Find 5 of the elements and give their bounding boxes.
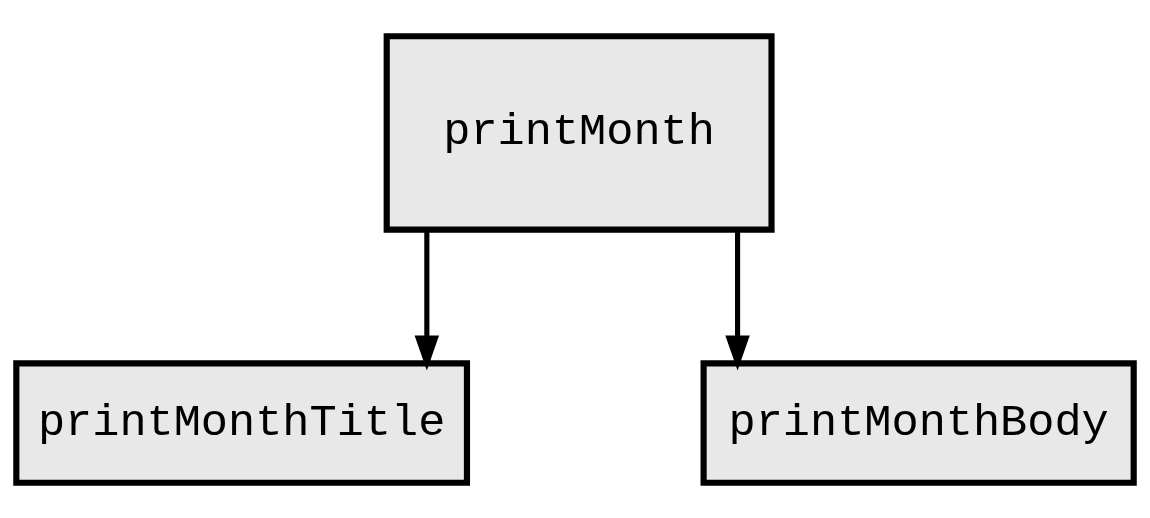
arrow (414, 229, 440, 370)
node-box: printMonthBody (700, 359, 1137, 486)
node-box: printMonthTitle (13, 359, 471, 486)
arrow (725, 229, 750, 370)
node-box: printMonth (383, 32, 775, 233)
